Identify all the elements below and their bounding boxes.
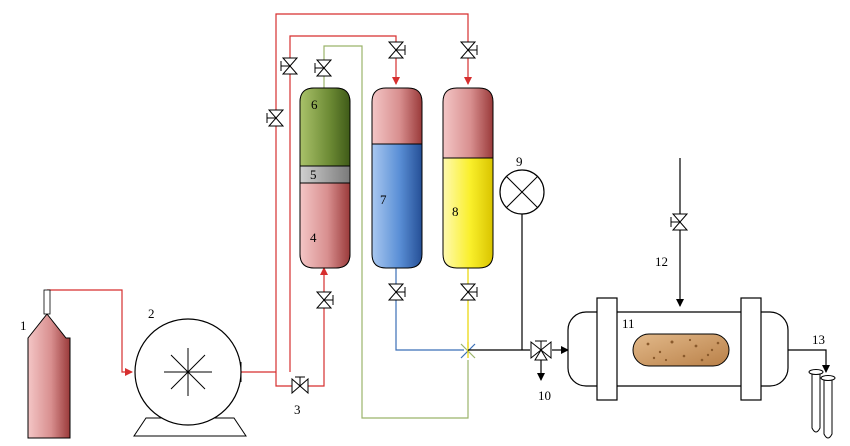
label-10: 10 <box>538 388 551 403</box>
oil-vessel-8 <box>442 87 494 269</box>
label-13: 13 <box>812 332 825 347</box>
pressure-gauge <box>499 169 545 215</box>
green-line-from-cylinder-6 <box>323 45 469 419</box>
valve-cylinder-8-top[interactable] <box>459 41 478 59</box>
label-2: 2 <box>148 306 155 321</box>
collection-tubes <box>808 369 836 439</box>
valve-3[interactable] <box>291 376 309 395</box>
sand-pack-core <box>632 333 730 367</box>
gas-line-to-cylinder-7 <box>289 35 400 372</box>
label-12: 12 <box>655 254 668 269</box>
label-11: 11 <box>622 316 635 331</box>
valve-cylinder-8-bottom[interactable] <box>459 283 478 301</box>
label-4: 4 <box>310 230 317 245</box>
pump <box>133 318 247 437</box>
valve-12[interactable] <box>670 213 689 231</box>
label-1: 1 <box>20 318 27 333</box>
pump-impeller-icon <box>164 348 212 396</box>
piston-vessel-4-5-6 <box>299 87 351 269</box>
gas-line-to-cylinder-4 <box>275 267 328 387</box>
piston <box>299 165 351 184</box>
label-6: 6 <box>311 97 318 112</box>
water-vessel-7 <box>371 87 423 269</box>
sand-texture <box>646 338 720 362</box>
valve-cylinder-4-bottom[interactable] <box>315 291 334 309</box>
valve-cylinder-6-top[interactable] <box>314 59 333 77</box>
label-7: 7 <box>380 192 387 207</box>
outlet-line <box>788 349 830 373</box>
gas-cylinder <box>27 289 71 439</box>
valve-cylinder-7-bottom[interactable] <box>387 283 406 301</box>
label-9: 9 <box>516 154 523 169</box>
label-3: 3 <box>294 402 301 417</box>
label-5: 5 <box>310 167 317 182</box>
core-holder <box>567 297 789 401</box>
valve-gas-secondary[interactable] <box>280 57 299 75</box>
water-line-from-cylinder-7 <box>395 268 464 351</box>
valve-cylinder-7-top[interactable] <box>387 41 406 59</box>
three-way-valve-10[interactable] <box>530 340 552 361</box>
label-8: 8 <box>452 204 459 219</box>
gas-line-cylinder-to-pump <box>47 289 133 376</box>
valve-gas-main[interactable] <box>266 109 285 127</box>
